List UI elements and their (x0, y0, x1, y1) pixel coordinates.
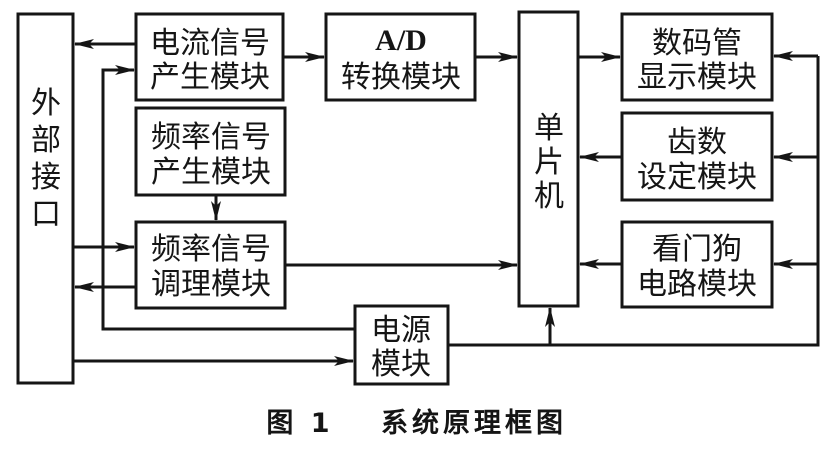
block-label: 单 (534, 111, 564, 146)
figure-caption: 图 1 系统原理框图 (266, 407, 567, 439)
figure-number: 图 1 (266, 408, 333, 439)
block-ad-converter: A/D 转换模块 (324, 12, 477, 102)
block-label: 外 (31, 86, 61, 121)
block-label: 机 (534, 179, 564, 214)
block-freq-signal-gen: 频率信号 产生模块 (134, 106, 287, 197)
block-mcu: 单 片 机 (517, 10, 580, 308)
block-label: 产生模块 (151, 155, 271, 190)
block-label: 电源 (371, 313, 431, 348)
block-watchdog: 看门狗 电路模块 (620, 220, 774, 309)
block-display: 数码管 显示模块 (620, 12, 774, 102)
block-label: 模块 (371, 347, 431, 382)
block-label: 电路模块 (637, 267, 757, 302)
block-label: 设定模块 (637, 160, 757, 195)
block-label: A/D (375, 24, 427, 57)
block-label: 片 (534, 145, 564, 180)
block-label: 齿数 (667, 125, 727, 160)
block-current-signal-gen: 电流信号 产生模块 (134, 12, 285, 102)
block-label: 接 (31, 160, 61, 195)
block-label: 转换模块 (341, 60, 461, 95)
wire-power-to-current-gen (101, 65, 355, 331)
block-label: 频率信号 (151, 232, 271, 267)
connections (73, 39, 820, 366)
figure-title: 系统原理框图 (381, 407, 567, 439)
block-power: 电源 模块 (353, 304, 450, 386)
block-label: 调理模块 (151, 267, 271, 302)
block-label: 口 (31, 197, 61, 232)
block-label: 数码管 (652, 26, 742, 61)
block-label: 看门狗 (652, 232, 742, 267)
block-label: 显示模块 (637, 60, 757, 95)
block-label: 部 (31, 123, 61, 158)
block-label: 电流信号 (150, 26, 270, 61)
wire-power-bus (448, 56, 820, 347)
block-label: 频率信号 (151, 120, 271, 155)
block-label: 产生模块 (150, 60, 270, 95)
block-external-interface: 外 部 接 口 (16, 12, 75, 385)
block-freq-signal-cond: 频率信号 调理模块 (134, 220, 287, 310)
block-gear-setting: 齿数 设定模块 (620, 111, 774, 202)
